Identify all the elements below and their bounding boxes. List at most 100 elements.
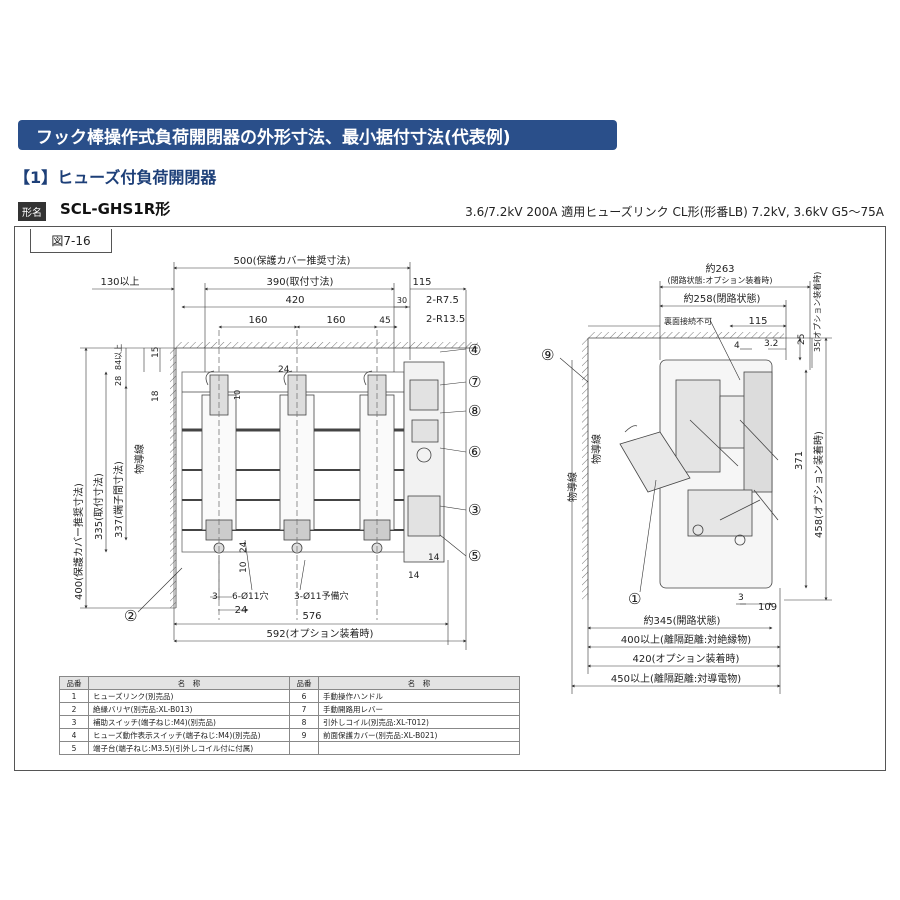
table-row: 4 ヒューズ動作表示スイッチ(端子ねじ:M4)(別売品) 9 前面保護カバー(別… bbox=[59, 728, 520, 742]
fuse-pole-3 bbox=[359, 374, 395, 554]
side-callouts: ⑨ ① bbox=[541, 346, 641, 608]
part-name: 端子台(端子ねじ:M3.5)(引外しコイル付に付属) bbox=[88, 741, 290, 755]
dim-r75: 2-R7.5 bbox=[426, 295, 459, 306]
dim-400: 400(保護カバー推奨寸法) bbox=[72, 483, 85, 600]
header-name-2: 名 称 bbox=[318, 676, 520, 690]
part-name bbox=[318, 741, 520, 755]
part-num: 9 bbox=[289, 728, 319, 742]
side-wall-1: 物導線 bbox=[566, 472, 579, 502]
model-name: SCL-GHS1R形 bbox=[60, 200, 171, 218]
dim-592: 592(オプション装着時) bbox=[267, 627, 374, 640]
dim-15: 15 bbox=[151, 347, 161, 358]
part-name: 手動操作ハンドル bbox=[318, 689, 520, 703]
part-name: 前面保護カバー(別売品:XL-B021) bbox=[318, 728, 520, 742]
part-num: 7 bbox=[289, 702, 319, 716]
dim-14-b: 14 bbox=[408, 571, 420, 581]
callout-4: ④ bbox=[468, 341, 481, 359]
side-dim-450: 450以上(離隔距離:対導電物) bbox=[611, 672, 741, 685]
dim-337: 337(端子間寸法) bbox=[112, 461, 125, 538]
side-dim-35: 35(オプション装着時) bbox=[812, 272, 822, 352]
part-num: 1 bbox=[59, 689, 89, 703]
front-view bbox=[170, 330, 478, 620]
side-dimension-texts: 約263 (閉路状態:オプション装着時) 約258(閉路状態) 裏面接続不可 1… bbox=[566, 262, 825, 685]
side-dim-109: 109 bbox=[758, 602, 777, 613]
holes-3: 3-Ø11予備穴 bbox=[294, 590, 349, 602]
side-wall-2: 物導線 bbox=[590, 434, 603, 464]
callout-1: ① bbox=[628, 590, 641, 608]
dim-576: 576 bbox=[302, 611, 321, 622]
dim-160b: 160 bbox=[326, 315, 345, 326]
parts-table-header: 品番 名 称 品番 名 称 bbox=[59, 676, 520, 690]
table-row: 2 絶縁バリヤ(別売品:XL-B013) 7 手動開路用レバー bbox=[59, 702, 520, 716]
figure-frame bbox=[14, 226, 886, 771]
part-num bbox=[289, 741, 319, 755]
dim-10-top: 10 bbox=[233, 390, 242, 400]
dim-130: 130以上 bbox=[100, 276, 139, 288]
figure-label: 図7-16 bbox=[30, 229, 112, 253]
part-name: 引外しコイル(別売品:XL-T012) bbox=[318, 715, 520, 729]
table-row: 5 端子台(端子ねじ:M3.5)(引外しコイル付に付属) bbox=[59, 741, 520, 755]
part-num: 2 bbox=[59, 702, 89, 716]
side-dim-115: 115 bbox=[748, 316, 767, 327]
header-num-1: 品番 bbox=[59, 676, 89, 690]
side-top-wall-hatch bbox=[588, 332, 784, 338]
dim-24-bottom: 24 bbox=[235, 605, 248, 616]
section-title: 【1】ヒューズ付負荷開閉器 bbox=[14, 168, 217, 187]
fuse-body bbox=[675, 379, 721, 473]
front-dimension-texts: 500(保護カバー推奨寸法) 390(取付寸法) 115 130以上 420 3… bbox=[72, 254, 465, 640]
dim-10-bottom: 10 bbox=[239, 561, 249, 573]
side-dimension-lines bbox=[559, 281, 832, 694]
part-num: 6 bbox=[289, 689, 319, 703]
part-num: 3 bbox=[59, 715, 89, 729]
part-name: ヒューズリンク(別売品) bbox=[88, 689, 290, 703]
callout-9: ⑨ bbox=[541, 346, 554, 364]
dim-420: 420 bbox=[285, 295, 304, 306]
table-row: 3 補助スイッチ(端子ねじ:M4)(別売品) 8 引外しコイル(別売品:XL-T… bbox=[59, 715, 520, 729]
callout-8: ⑧ bbox=[468, 402, 481, 420]
side-view bbox=[582, 332, 784, 600]
side-dim-25: 25 bbox=[797, 334, 807, 345]
part-name: 絶縁バリヤ(別売品:XL-B013) bbox=[88, 702, 290, 716]
callout-3: ③ bbox=[468, 501, 481, 519]
back-connection-note: 裏面接続不可 bbox=[664, 316, 712, 326]
page-banner: フック棒操作式負荷開閉器の外形寸法、最小据付寸法(代表例) bbox=[18, 120, 617, 150]
side-dim-345: 約345(開路状態) bbox=[644, 614, 721, 627]
dim-18: 18 bbox=[151, 390, 161, 402]
header-name-1: 名 称 bbox=[88, 676, 290, 690]
spec-text: 3.6/7.2kV 200A 適用ヒューズリンク CL形(形番LB) 7.2kV… bbox=[465, 205, 884, 219]
part-num: 4 bbox=[59, 728, 89, 742]
dim-28: 28 bbox=[114, 376, 123, 386]
front-dimension-lines bbox=[80, 262, 467, 650]
fuse-pole-2 bbox=[279, 374, 315, 554]
side-dim-3-2: 3.2 bbox=[764, 339, 778, 349]
parts-table: 品番 名 称 品番 名 称 1 ヒューズリンク(別売品) 6 手動操作ハンドル … bbox=[59, 676, 520, 755]
dim-14-a: 14 bbox=[428, 553, 440, 563]
side-dim-400: 400以上(離隔距離:対絶縁物) bbox=[621, 633, 751, 646]
dim-500: 500(保護カバー推奨寸法) bbox=[234, 254, 351, 267]
dim-3: 3 bbox=[212, 592, 218, 602]
dim-45: 45 bbox=[379, 316, 390, 326]
side-dim-3: 3 bbox=[738, 593, 744, 603]
dim-160a: 160 bbox=[248, 315, 267, 326]
callout-7: ⑦ bbox=[468, 373, 481, 391]
dim-30: 30 bbox=[397, 296, 407, 305]
side-dim-420: 420(オプション装着時) bbox=[633, 652, 740, 665]
dim-r135: 2-R13.5 bbox=[426, 314, 465, 325]
dim-263-note: (閉路状態:オプション装着時) bbox=[668, 275, 773, 285]
side-left-wall-hatch bbox=[582, 338, 588, 600]
open-fuse-link bbox=[619, 431, 691, 493]
dim-84: 84以上 bbox=[114, 344, 123, 370]
dim-wall: 物導線 bbox=[133, 444, 146, 474]
header-num-2: 品番 bbox=[289, 676, 319, 690]
part-name: ヒューズ動作表示スイッチ(端子ねじ:M4)(別売品) bbox=[88, 728, 290, 742]
side-dim-458: 458(オプション装着時) bbox=[812, 431, 825, 538]
table-row: 1 ヒューズリンク(別売品) 6 手動操作ハンドル bbox=[59, 689, 520, 703]
model-tag: 形名 bbox=[18, 202, 46, 221]
side-dim-371: 371 bbox=[794, 451, 805, 470]
part-num: 8 bbox=[289, 715, 319, 729]
front-callouts: ④ ⑦ ⑧ ⑥ ③ ⑤ ② bbox=[124, 341, 481, 625]
dim-115: 115 bbox=[412, 277, 431, 288]
left-wall-hatch bbox=[170, 348, 176, 608]
banner-title: フック棒操作式負荷開閉器の外形寸法、最小据付寸法(代表例) bbox=[36, 127, 511, 148]
